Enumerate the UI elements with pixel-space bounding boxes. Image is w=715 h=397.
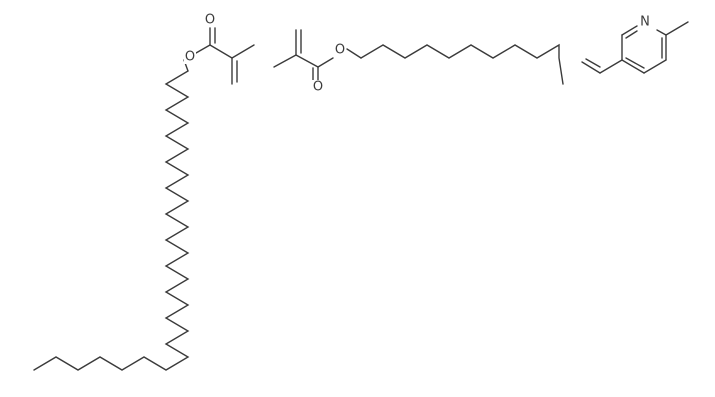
bond <box>621 25 638 36</box>
molecule-methyl-vinylpyridine: N <box>581 15 689 74</box>
atom-labels: O O <box>312 43 346 95</box>
atom-background <box>312 80 324 94</box>
bond <box>665 21 689 36</box>
bond <box>656 29 667 36</box>
bonds <box>273 29 564 85</box>
atom-n-ring: N <box>640 15 650 30</box>
bonds <box>33 27 255 371</box>
bond <box>231 44 255 59</box>
bonds <box>581 21 689 74</box>
bond <box>581 61 601 74</box>
molecule-octadecyl-methacrylate: O O <box>33 13 255 371</box>
bond <box>346 48 362 59</box>
bond <box>599 59 623 74</box>
alkyl-chain <box>360 43 564 85</box>
bond <box>317 57 334 68</box>
atom-labels: N <box>638 15 652 30</box>
molecule-dodecyl-methacrylate: O O <box>273 29 564 95</box>
atom-o-carbonyl: O <box>205 13 215 28</box>
atom-o-carbonyl: O <box>313 80 323 95</box>
alkyl-chain <box>33 70 190 371</box>
bond <box>643 59 667 74</box>
bond <box>585 58 601 68</box>
atom-background <box>184 50 196 64</box>
atom-o-ester: O <box>185 50 195 65</box>
atom-o-ester: O <box>335 43 345 58</box>
atom-background <box>334 43 346 57</box>
atom-background <box>638 15 652 29</box>
bond <box>625 30 638 39</box>
atom-background <box>204 13 216 27</box>
bond <box>625 57 645 69</box>
bond <box>295 54 319 68</box>
bond <box>273 54 297 68</box>
atom-labels: O O <box>184 13 216 65</box>
bond <box>621 59 645 74</box>
bond <box>195 44 211 54</box>
bond <box>209 44 233 59</box>
